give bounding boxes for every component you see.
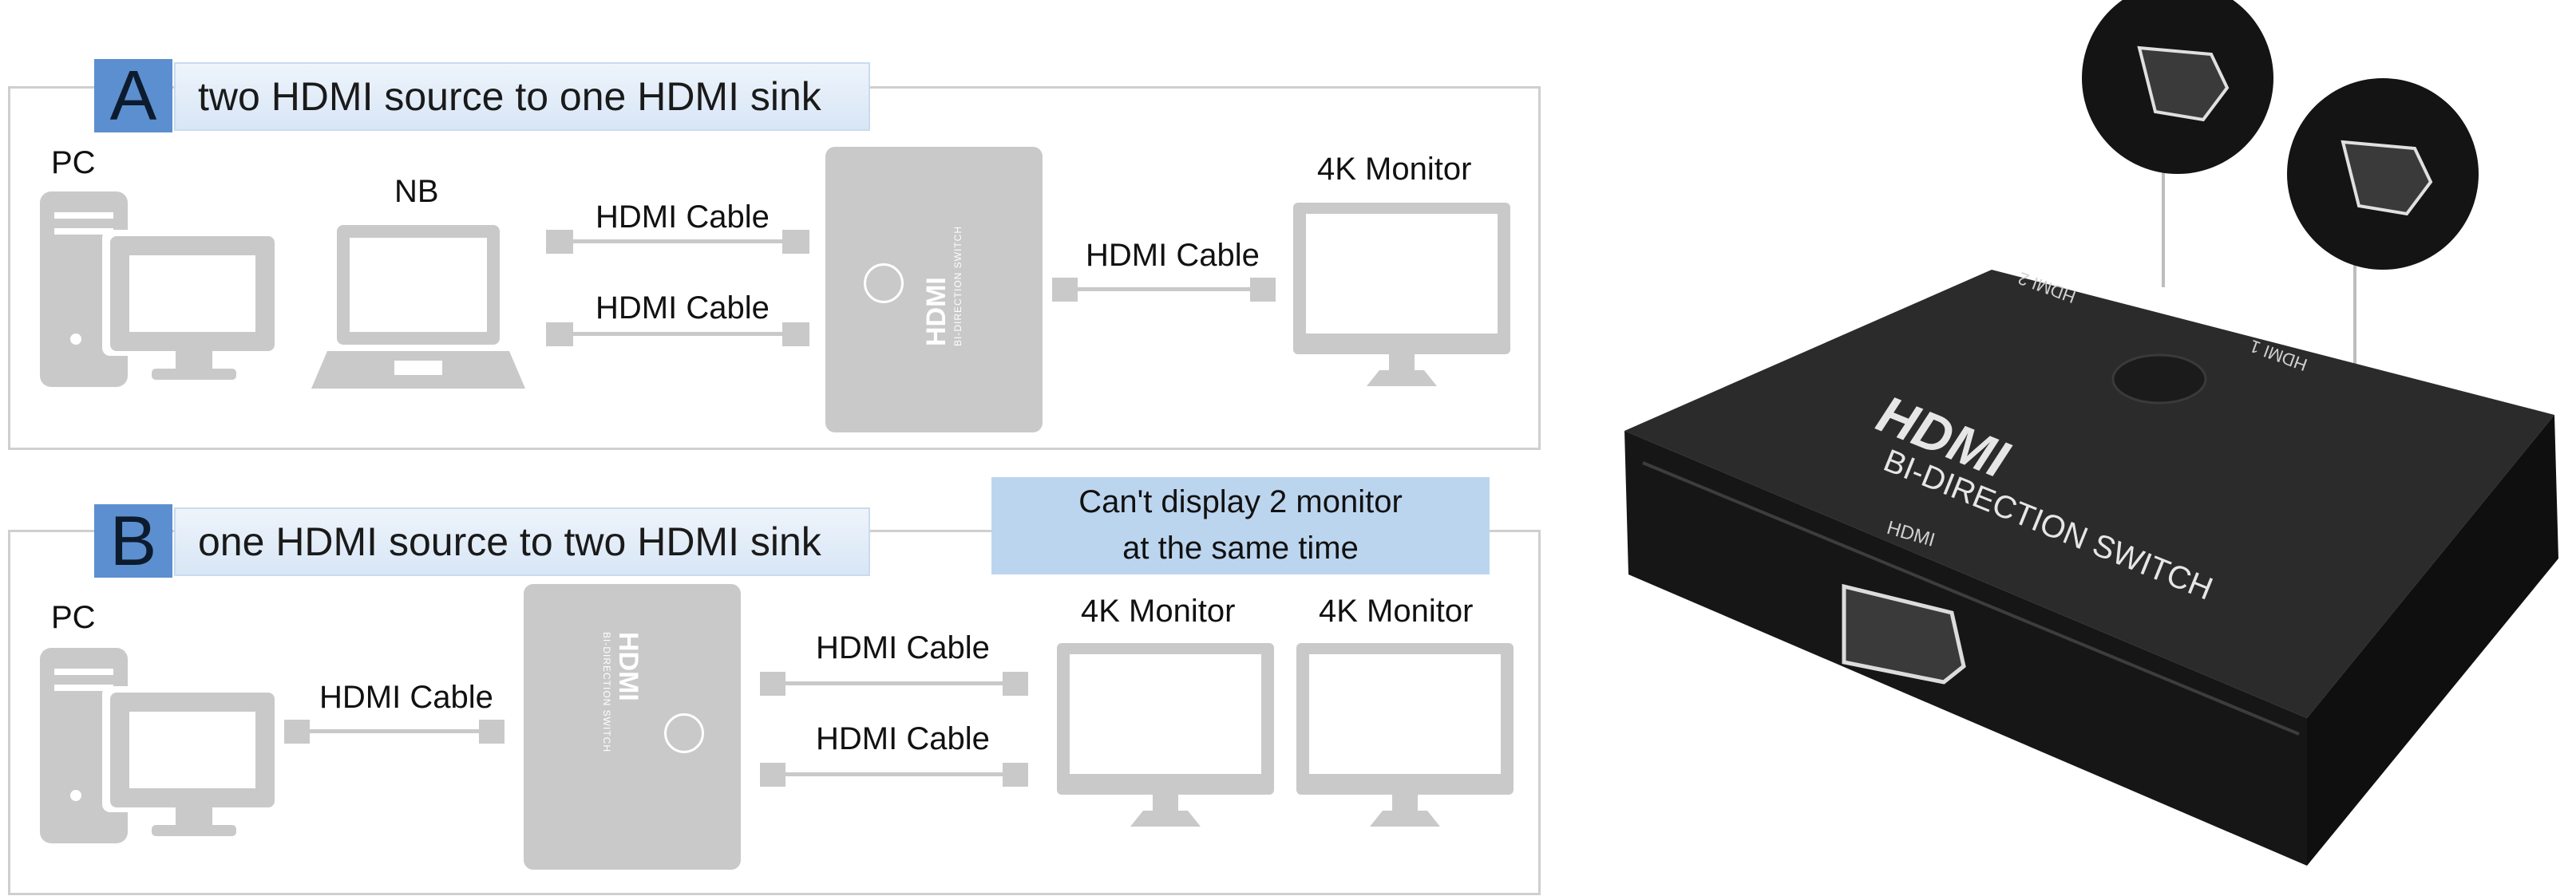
monitor-icon <box>1057 643 1274 827</box>
panel-b-cable-1-label: HDMI Cable <box>319 680 493 715</box>
panel-b-switch-logo: HDMI BI-DIRECTION SWITCH <box>601 632 643 752</box>
switch-button-icon <box>664 713 704 753</box>
panel-a-cable-3-label: HDMI Cable <box>1086 238 1260 273</box>
pc-icon <box>40 648 279 843</box>
switch-button-icon <box>864 263 904 303</box>
panel-b-cable-2-label: HDMI Cable <box>816 630 990 665</box>
panel-a-cable-1-label: HDMI Cable <box>596 199 770 235</box>
panel-b-switch-icon: HDMI BI-DIRECTION SWITCH <box>524 584 741 870</box>
pc-icon <box>40 191 279 387</box>
panel-b-title: one HDMI source to two HDMI sink <box>174 507 870 576</box>
panel-b-note: Can't display 2 monitor at the same time <box>991 477 1490 574</box>
panel-b-letter-badge: B <box>94 504 172 578</box>
panel-a-cable-2 <box>546 322 809 346</box>
panel-b-cable-3-label: HDMI Cable <box>816 721 990 756</box>
monitor-icon <box>1293 203 1510 386</box>
panel-a-cable-3 <box>1052 278 1276 302</box>
panel-a-monitor-label: 4K Monitor <box>1317 152 1472 187</box>
panel-a-cable-2-label: HDMI Cable <box>596 290 770 326</box>
panel-a-switch-icon: HDMI BI-DIRECTION SWITCH <box>825 147 1043 432</box>
panel-b-pc-label: PC <box>51 600 96 635</box>
switch-product-render <box>1624 0 2558 866</box>
laptop-icon <box>311 225 525 389</box>
panel-b-monitor-1-label: 4K Monitor <box>1081 594 1236 629</box>
panel-a-pc-label: PC <box>51 145 96 180</box>
panel-b-monitor-2-label: 4K Monitor <box>1319 594 1474 629</box>
panel-b-cable-2 <box>760 672 1028 696</box>
panel-a-title: two HDMI source to one HDMI sink <box>174 62 870 131</box>
panel-a-nb-label: NB <box>394 174 439 209</box>
panel-a-letter-badge: A <box>94 59 172 132</box>
monitor-icon <box>1296 643 1514 827</box>
panel-a-cable-1 <box>546 230 809 254</box>
panel-a-switch-logo: HDMI BI-DIRECTION SWITCH <box>921 226 964 346</box>
panel-b-cable-1 <box>284 720 505 744</box>
panel-b-cable-3 <box>760 763 1028 787</box>
